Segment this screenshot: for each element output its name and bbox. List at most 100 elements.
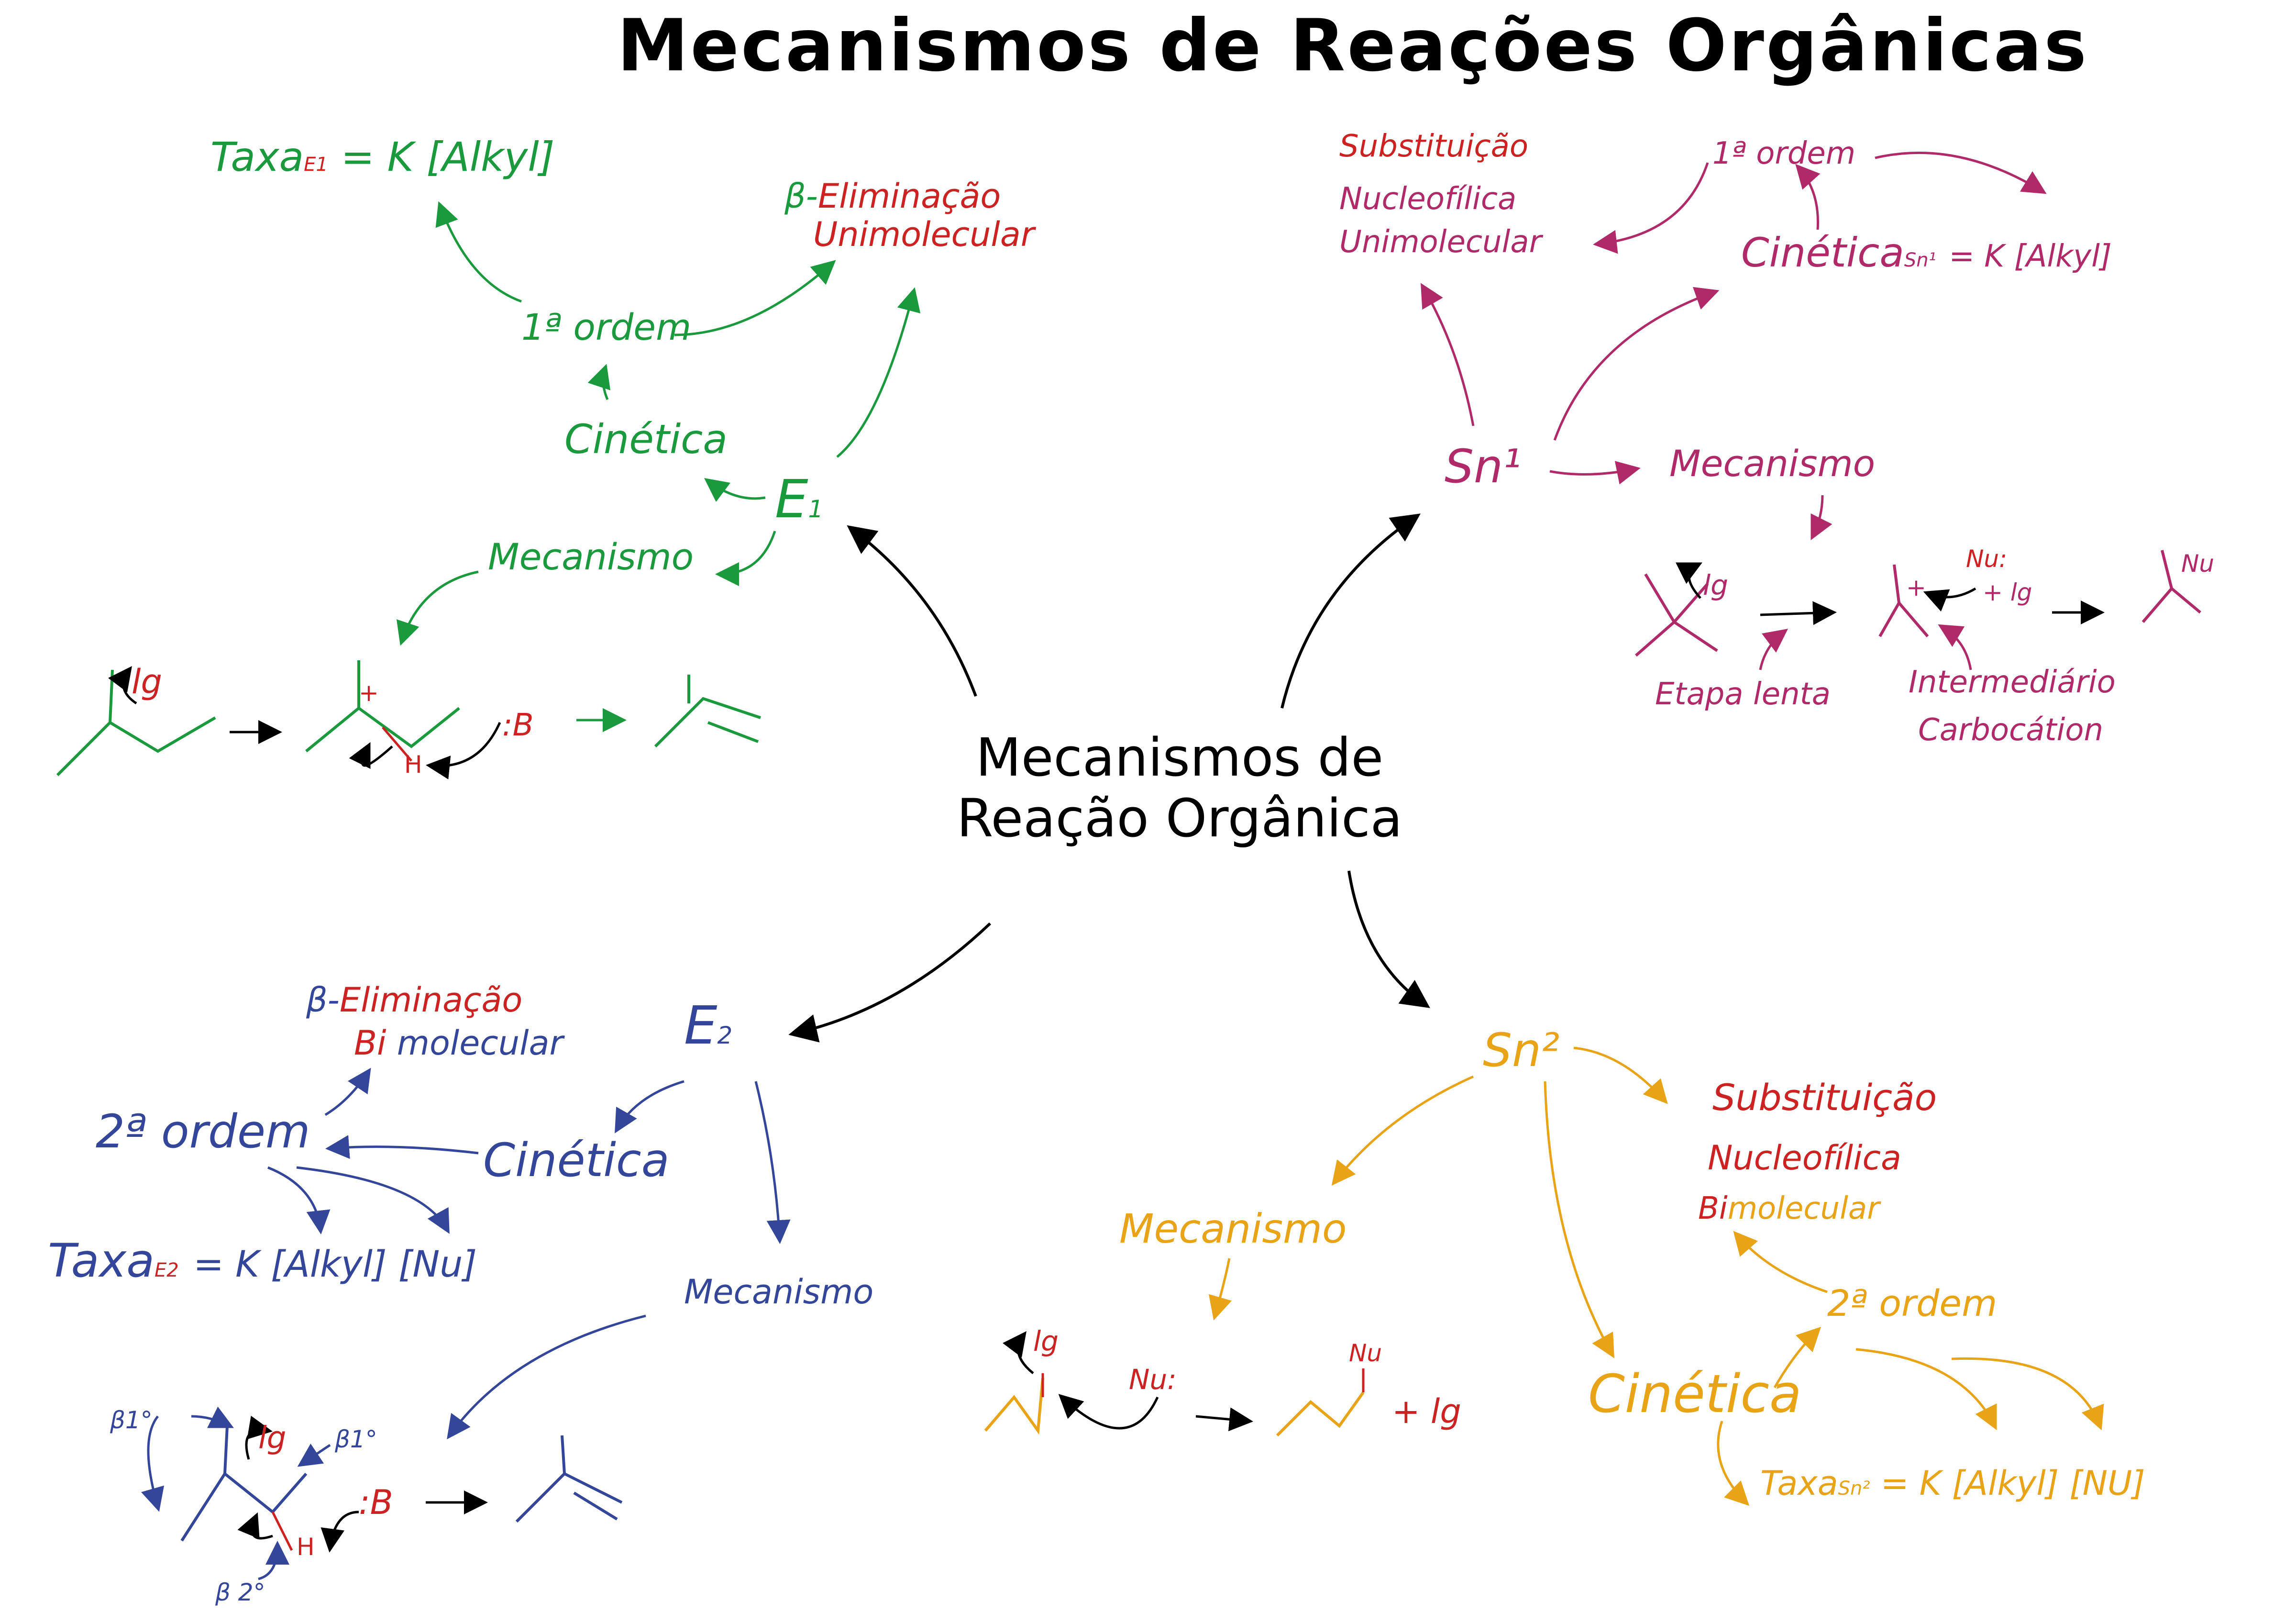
e1-beta-prefix: β- bbox=[784, 177, 818, 216]
sn2-taxa-eq: = K [Alkyl] [NU] bbox=[1880, 1464, 2145, 1503]
e2-node-sub: 2 bbox=[717, 1022, 733, 1049]
arrow-cinetica-to-ordem bbox=[1773, 1326, 1821, 1389]
sn1-product-nu: Nu bbox=[2181, 550, 2215, 578]
e2-reactant-skeleton bbox=[180, 1471, 308, 1542]
arrow-sn1-to-cinetica bbox=[1553, 287, 1720, 441]
arrow-sn1-to-mecanismo bbox=[1549, 461, 1641, 485]
e1-taxa-sub: E1 bbox=[304, 154, 328, 176]
arrow-e2-to-mecanismo bbox=[754, 1081, 791, 1244]
e1-cinetica: Cinética bbox=[564, 416, 728, 463]
e1-base-curved-arrow bbox=[426, 722, 501, 779]
arrow-center-to-e1 bbox=[847, 525, 977, 697]
arrow-ordem-to-taxa bbox=[435, 201, 522, 303]
arrow-ordem-to-alkyl bbox=[1855, 1348, 1997, 1430]
arrow-ordem-to-beta bbox=[674, 260, 836, 336]
sn1-nu-curved-arrow bbox=[1923, 587, 1976, 612]
sn1-reactant-skeleton bbox=[1635, 620, 1718, 657]
e2-reactant-lg-bond bbox=[223, 1425, 229, 1474]
e1-base-label: :B bbox=[502, 708, 534, 743]
e1-beta-word: Eliminação bbox=[817, 177, 1001, 216]
e1-taxa-eq: = K [Alkyl] bbox=[341, 133, 555, 180]
e2-h-bond bbox=[271, 1511, 293, 1551]
sn1-reaction-arrow-1 bbox=[1760, 601, 1837, 625]
arrow-e1-to-mecanismo bbox=[715, 531, 776, 586]
sn1-cinetica: CinéticaSn¹ = K [Alkyl] bbox=[1741, 230, 2112, 276]
sn2-reactant-skeleton bbox=[984, 1378, 1044, 1435]
e2-beta2: β 2° bbox=[215, 1579, 265, 1606]
arrow-ordem-to-taxa-alkyl bbox=[267, 1166, 331, 1234]
arrow-e1-to-unimolecular bbox=[836, 287, 921, 458]
e2-beta1-right-arrow bbox=[297, 1444, 331, 1467]
arrow-ordem-to-taxa-nu bbox=[296, 1166, 450, 1234]
e2-taxa: TaxaE2 = K [Alkyl] [Nu] bbox=[48, 1234, 477, 1287]
e1-beta-eliminacao: β-Eliminação bbox=[784, 177, 1001, 216]
e2-beta1-left: β1° bbox=[110, 1406, 153, 1434]
e1-ordem: 1ª ordem bbox=[521, 306, 692, 348]
e2-alkene-top bbox=[561, 1435, 566, 1474]
arrow-cinetica-to-ordem bbox=[1795, 164, 1821, 230]
sn1-etapa-arrow bbox=[1759, 628, 1788, 670]
sn1-node: Sn¹ bbox=[1445, 440, 1522, 493]
arrow-ordem-to-bimolecular bbox=[1733, 1231, 1828, 1293]
sn1-reactant-bond-b bbox=[1673, 583, 1709, 623]
sn1-product-skeleton bbox=[2141, 586, 2201, 623]
sn1-subst-line-3: Unimolecular bbox=[1339, 224, 1542, 260]
sn2-subst-line-2: Nucleofílica bbox=[1708, 1139, 1901, 1178]
sn1-carbocation: Carbocátion bbox=[1918, 712, 2103, 748]
arrow-sn1-to-unimolecular bbox=[1421, 283, 1475, 426]
sn1-lg-label: lg bbox=[1703, 569, 1728, 601]
arrow-ordem-to-bi bbox=[324, 1067, 371, 1116]
sn2-nu-curved-arrow bbox=[1058, 1394, 1159, 1430]
e2-alkene-double bbox=[573, 1491, 618, 1521]
e1-reactant-skeleton bbox=[56, 716, 216, 777]
arrow-ordem-to-taxa bbox=[1875, 151, 2047, 194]
sn1-plus-lg: + lg bbox=[1983, 578, 2032, 606]
e2-lg-curved-arrow bbox=[245, 1415, 273, 1460]
e2-h-label: H bbox=[297, 1533, 315, 1561]
e2-lg-label: lg bbox=[258, 1421, 287, 1456]
sn2-lg-label: lg bbox=[1033, 1325, 1059, 1357]
arrow-e1-to-cinetica bbox=[704, 478, 766, 502]
arrow-mecanismo-to-reaction bbox=[1810, 495, 1832, 540]
sn1-carbocation-top bbox=[1893, 564, 1900, 603]
center-line-2: Reação Orgânica bbox=[957, 787, 1402, 849]
arrow-center-to-sn2 bbox=[1347, 870, 1430, 1008]
e2-taxa-eq: = K [Alkyl] [Nu] bbox=[193, 1243, 477, 1285]
e2-beta-word: Eliminação bbox=[339, 980, 523, 1020]
e2-base-label: :B bbox=[359, 1483, 393, 1522]
sn1-ordem: 1ª ordem bbox=[1712, 136, 1856, 171]
e1-unimolecular: Unimolecular bbox=[813, 215, 1035, 254]
arrow-cinetica-to-ordem bbox=[325, 1135, 479, 1159]
sn1-carbocation-charge: + bbox=[1906, 574, 1926, 601]
e2-h-curved-arrow bbox=[237, 1512, 273, 1540]
sn2-bimolecular: Bimolecular bbox=[1698, 1191, 1879, 1227]
e2-alkene-skeleton bbox=[515, 1472, 623, 1523]
sn1-subst-line-1: Substituição bbox=[1339, 129, 1528, 165]
e2-node-letter: E bbox=[684, 995, 718, 1056]
arrow-cinetica-to-taxa bbox=[1717, 1421, 1750, 1506]
sn2-molecular: molecular bbox=[1727, 1191, 1880, 1226]
sn2-reaction-arrow bbox=[1195, 1407, 1253, 1432]
center-line-1: Mecanismos de bbox=[975, 727, 1384, 788]
sn2-subst-line-1: Substituição bbox=[1712, 1077, 1937, 1118]
e1-h-label: H bbox=[404, 751, 422, 778]
arrow-center-to-sn1 bbox=[1280, 513, 1421, 709]
sn1-subst-line-2: Nucleofílica bbox=[1339, 181, 1517, 217]
sn2-taxa-word: Taxa bbox=[1760, 1464, 1838, 1503]
e1-alkene-skeleton bbox=[654, 697, 761, 748]
e2-beta1-left-hook bbox=[191, 1406, 234, 1428]
e1-mecanismo: Mecanismo bbox=[488, 535, 694, 578]
sn2-node: Sn² bbox=[1483, 1023, 1560, 1077]
sn1-intermediario-arrow bbox=[1938, 624, 1972, 670]
page-title: Mecanismos de Reações Orgânicas bbox=[617, 4, 2089, 88]
sn1-subst-text: Substituição bbox=[1339, 129, 1529, 164]
e1-node-letter: E bbox=[775, 468, 808, 530]
arrow-e2-to-cinetica bbox=[615, 1080, 684, 1134]
sn1-cinetica-sub: Sn¹ bbox=[1904, 249, 1936, 271]
arrow-sn2-to-cinetica bbox=[1544, 1081, 1614, 1358]
sn2-product-skeleton bbox=[1276, 1391, 1365, 1437]
e2-base-curved-arrow bbox=[320, 1511, 359, 1553]
e1-carbocation-charge: + bbox=[359, 679, 379, 707]
